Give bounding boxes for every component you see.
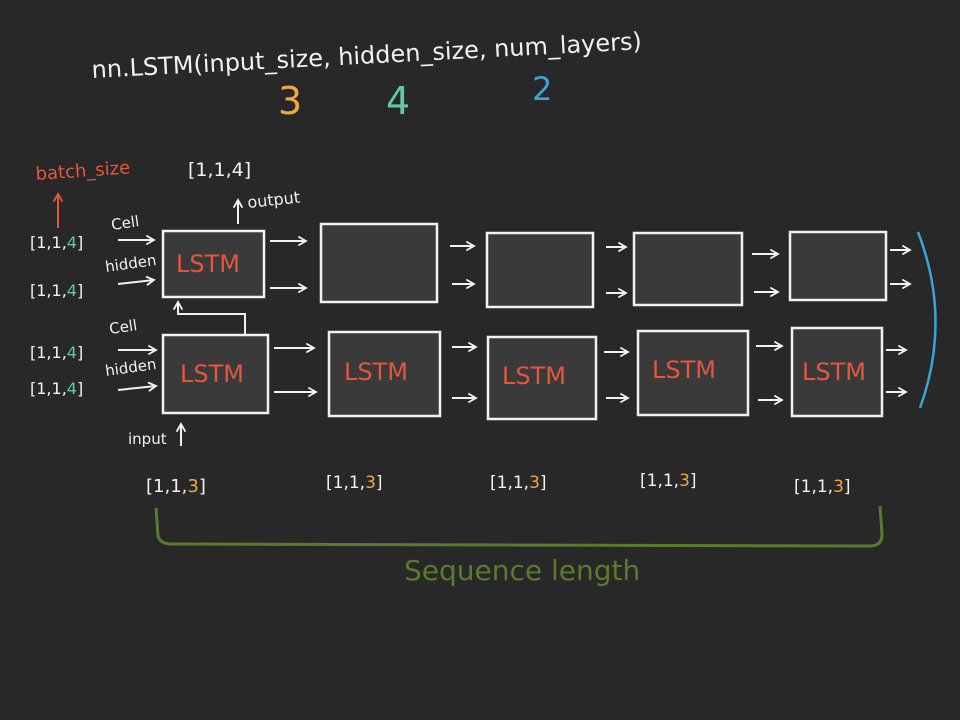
cell-label-bottom: Cell: [108, 316, 138, 338]
input-dim: 3: [529, 473, 540, 493]
input-shape: [1,1,3]: [146, 476, 206, 497]
lstm-label-bottom-4: LSTM: [652, 356, 716, 384]
lstm-cell-top-1: [161, 229, 266, 299]
lstm-cell-bottom-4: [636, 329, 750, 417]
input-dim: 3: [365, 473, 376, 493]
hidden-size-value: 4: [386, 79, 410, 123]
output-label: output: [246, 188, 300, 212]
lstm-cell-top-4: [632, 231, 744, 307]
svg-text:[1,1,4]: [1,1,4]: [30, 233, 83, 252]
svg-text:[1,1,3]: [1,1,3]: [490, 473, 547, 493]
lstm-label-bottom-2: LSTM: [344, 358, 408, 386]
input-shape: [1,1,3]: [326, 473, 383, 493]
input-label: input: [128, 430, 167, 448]
svg-text:[1,1,3]: [1,1,3]: [640, 471, 697, 491]
sequence-length-label: Sequence length: [404, 554, 640, 587]
state-shape: [1,1,4]: [30, 281, 83, 300]
hidden-label-top: hidden: [104, 251, 157, 276]
num-layers-bracket: [916, 231, 937, 409]
svg-text:[1,1,3]: [1,1,3]: [794, 477, 851, 497]
svg-text:[1,1,3]: [1,1,3]: [146, 476, 206, 497]
input-dim: 3: [833, 477, 844, 497]
lstm-label-bottom-3: LSTM: [502, 362, 566, 390]
hidden-label-bottom: hidden: [104, 355, 157, 380]
input-shape: [1,1,3]: [640, 471, 697, 491]
state-shape: [1,1,4]: [30, 379, 83, 398]
state-dim: 4: [67, 233, 77, 252]
input-shape: [1,1,3]: [794, 477, 851, 497]
cell-label-top: Cell: [110, 212, 140, 234]
state-shape: [1,1,4]: [30, 233, 83, 252]
lstm-cell-top-5: [788, 230, 888, 302]
input-dim: 3: [679, 471, 690, 491]
lstm-cell-bottom-1: [161, 333, 270, 415]
batch-size-label: batch_size: [35, 157, 131, 185]
lstm-cell-top-2: [319, 222, 439, 304]
state-dim: 4: [67, 379, 77, 398]
state-dim: 4: [67, 281, 77, 300]
svg-text:[1,1,4]: [1,1,4]: [30, 281, 83, 300]
output-shape: [1,1,4]: [188, 159, 251, 181]
lstm-label-bottom-1: LSTM: [180, 360, 244, 388]
state-shape: [1,1,4]: [30, 343, 83, 362]
svg-text:[1,1,4]: [1,1,4]: [30, 343, 83, 362]
lstm-cell-bottom-5: [790, 326, 884, 418]
lstm-cell-bottom-3: [486, 335, 598, 421]
lstm-cell-bottom-2: [327, 330, 442, 418]
layer-connection-arrow: [173, 300, 246, 334]
input-shape: [1,1,3]: [490, 473, 547, 493]
lstm-label-bottom-5: LSTM: [802, 358, 866, 386]
lstm-label-top-1: LSTM: [176, 250, 240, 278]
state-dim: 4: [67, 343, 77, 362]
recurrent-arrows: [270, 236, 912, 405]
svg-text:[1,1,3]: [1,1,3]: [326, 473, 383, 493]
lstm-cell-top-3: [485, 231, 595, 309]
svg-text:[1,1,4]: [1,1,4]: [30, 379, 83, 398]
initial-state-arrows: [117, 235, 158, 392]
signature-text: nn.LSTM(input_size, hidden_size, num_lay…: [91, 27, 643, 84]
input-dim: 3: [187, 476, 198, 497]
num-layers-value: 2: [532, 70, 552, 108]
sequence-length-bracket: [154, 505, 884, 548]
input-size-value: 3: [278, 79, 302, 123]
